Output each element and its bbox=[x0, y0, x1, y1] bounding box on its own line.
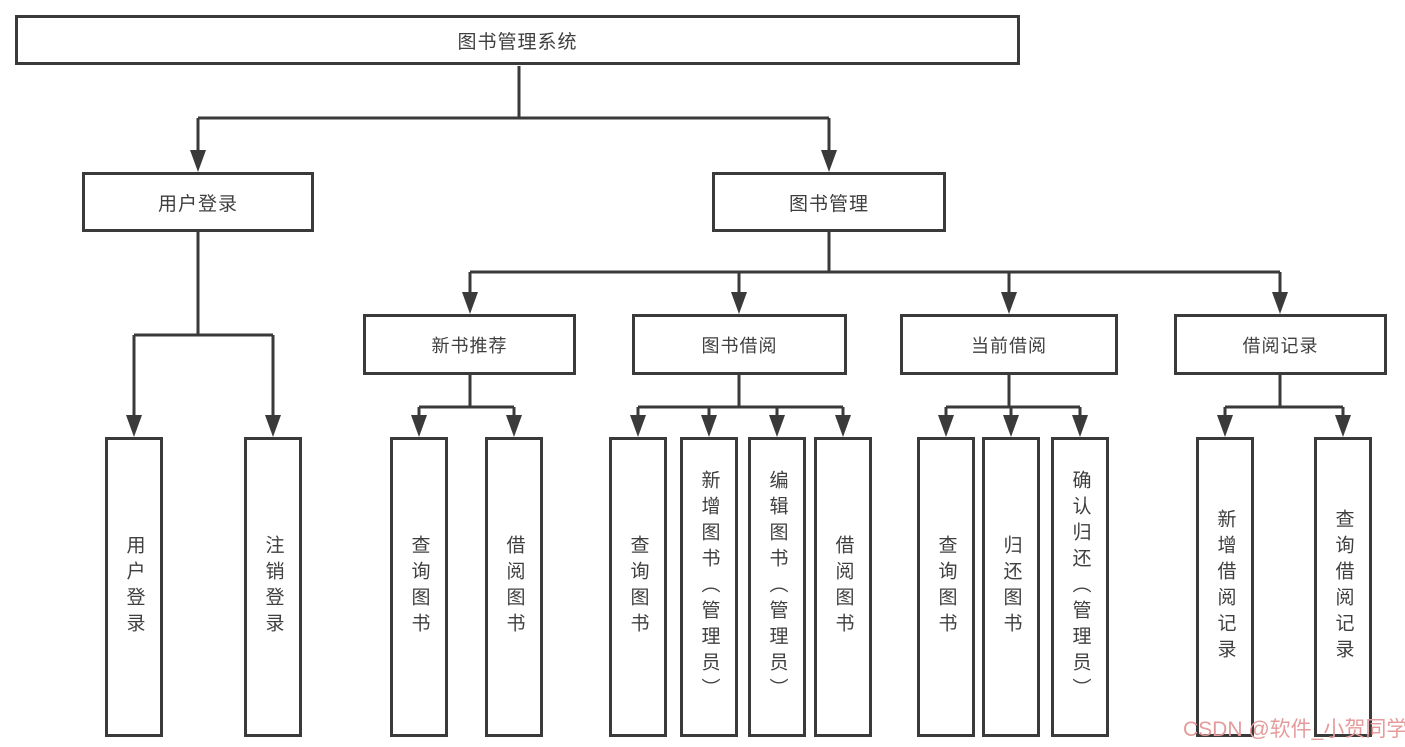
leaf-edit-book-admin: 编辑图书（管理员） bbox=[748, 437, 806, 737]
connector-segments bbox=[132, 66, 1345, 417]
leaf-label: 归还图书 bbox=[1000, 535, 1022, 639]
leaf-label: 查询图书 bbox=[627, 535, 649, 639]
leaf-query-book-recommend: 查询图书 bbox=[390, 437, 448, 737]
leaf-label: 注销登录 bbox=[262, 535, 284, 639]
leaf-label: 查询图书 bbox=[408, 535, 430, 639]
leaf-label: 新增图书（管理员） bbox=[698, 470, 720, 704]
node-book-management: 图书管理 bbox=[712, 172, 946, 232]
node-root: 图书管理系统 bbox=[15, 15, 1020, 65]
csdn-watermark: CSDN @软件_小贺同学 bbox=[1183, 718, 1405, 741]
leaf-query-borrow-record: 查询借阅记录 bbox=[1314, 437, 1372, 737]
leaf-logout: 注销登录 bbox=[244, 437, 302, 737]
node-current-borrow: 当前借阅 bbox=[900, 314, 1118, 375]
leaf-borrow-book-recommend: 借阅图书 bbox=[485, 437, 543, 737]
leaf-user-login: 用户登录 bbox=[105, 437, 163, 737]
leaf-label: 借阅图书 bbox=[832, 535, 854, 639]
arrowheads bbox=[126, 150, 1351, 437]
leaf-return-book: 归还图书 bbox=[982, 437, 1040, 737]
node-book-borrow: 图书借阅 bbox=[632, 314, 847, 375]
leaf-borrow-book: 借阅图书 bbox=[814, 437, 872, 737]
leaf-query-book-borrow: 查询图书 bbox=[609, 437, 667, 737]
leaf-add-borrow-record: 新增借阅记录 bbox=[1196, 437, 1254, 737]
leaf-label: 借阅图书 bbox=[503, 535, 525, 639]
leaf-label: 新增借阅记录 bbox=[1214, 509, 1236, 665]
leaf-add-book-admin: 新增图书（管理员） bbox=[680, 437, 738, 737]
leaf-label: 查询借阅记录 bbox=[1332, 509, 1354, 665]
leaf-label: 查询图书 bbox=[935, 535, 957, 639]
node-new-book-recommend: 新书推荐 bbox=[363, 314, 576, 375]
leaf-confirm-return-admin: 确认归还（管理员） bbox=[1051, 437, 1109, 737]
leaf-label: 确认归还（管理员） bbox=[1069, 470, 1091, 704]
leaf-label: 编辑图书（管理员） bbox=[766, 470, 788, 704]
leaf-label: 用户登录 bbox=[123, 535, 145, 639]
node-borrow-records: 借阅记录 bbox=[1174, 314, 1387, 375]
node-user-login: 用户登录 bbox=[82, 172, 314, 232]
leaf-query-book-current: 查询图书 bbox=[917, 437, 975, 737]
